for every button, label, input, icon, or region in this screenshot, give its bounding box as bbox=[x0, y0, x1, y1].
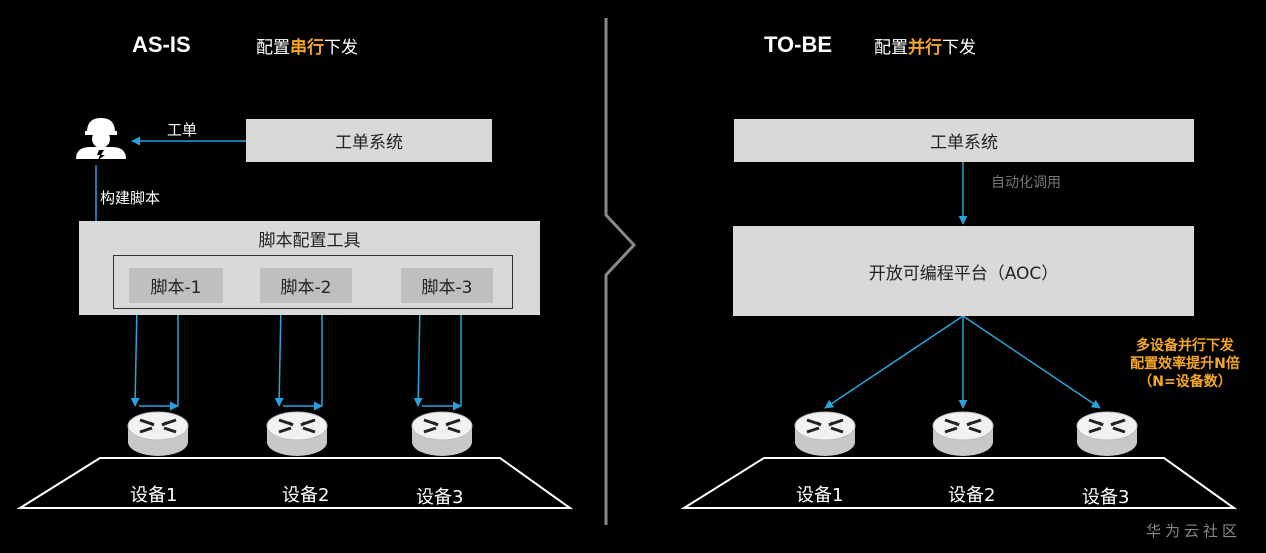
script-container bbox=[113, 255, 513, 309]
left-device-2-label: 设备2 bbox=[282, 485, 330, 506]
script-2: 脚本-2 bbox=[260, 268, 352, 303]
right-heading: TO-BE bbox=[764, 32, 833, 57]
center-divider bbox=[604, 18, 637, 525]
left-device-1-label: 设备1 bbox=[130, 485, 178, 506]
right-ticket-system-box: 工单系统 bbox=[734, 119, 1194, 162]
right-device-2-label: 设备2 bbox=[948, 485, 996, 506]
router-icon bbox=[126, 410, 190, 458]
right-device-3-label: 设备3 bbox=[1082, 487, 1130, 508]
auto-call-label: 自动化调用 bbox=[991, 175, 1061, 191]
left-ticket-system-box: 工单系统 bbox=[246, 119, 492, 162]
router-icon bbox=[931, 410, 995, 458]
watermark: 华为云社区 bbox=[1146, 522, 1242, 540]
efficiency-note: 多设备并行下发 配置效率提升N倍 （N=设备数） bbox=[1130, 338, 1240, 390]
right-subtitle: 配置并行下发 bbox=[874, 38, 976, 58]
script-1: 脚本-1 bbox=[129, 268, 223, 303]
build-script-label: 构建脚本 bbox=[100, 189, 161, 207]
router-icon bbox=[410, 410, 474, 458]
ticket-label: 工单 bbox=[167, 121, 198, 139]
router-icon bbox=[1075, 410, 1139, 458]
script-tool-title: 脚本配置工具 bbox=[258, 231, 361, 251]
right-device-1-label: 设备1 bbox=[796, 485, 844, 506]
left-platform bbox=[16, 457, 574, 509]
left-subtitle: 配置串行下发 bbox=[256, 38, 358, 58]
aoc-platform-box: 开放可编程平台（AOC） bbox=[733, 226, 1194, 316]
left-heading: AS-IS bbox=[132, 32, 191, 57]
router-icon bbox=[793, 410, 857, 458]
router-icon bbox=[265, 410, 329, 458]
left-device-3-label: 设备3 bbox=[416, 487, 464, 508]
engineer-icon bbox=[76, 118, 126, 160]
right-platform bbox=[680, 457, 1238, 509]
script-3: 脚本-3 bbox=[401, 268, 493, 303]
